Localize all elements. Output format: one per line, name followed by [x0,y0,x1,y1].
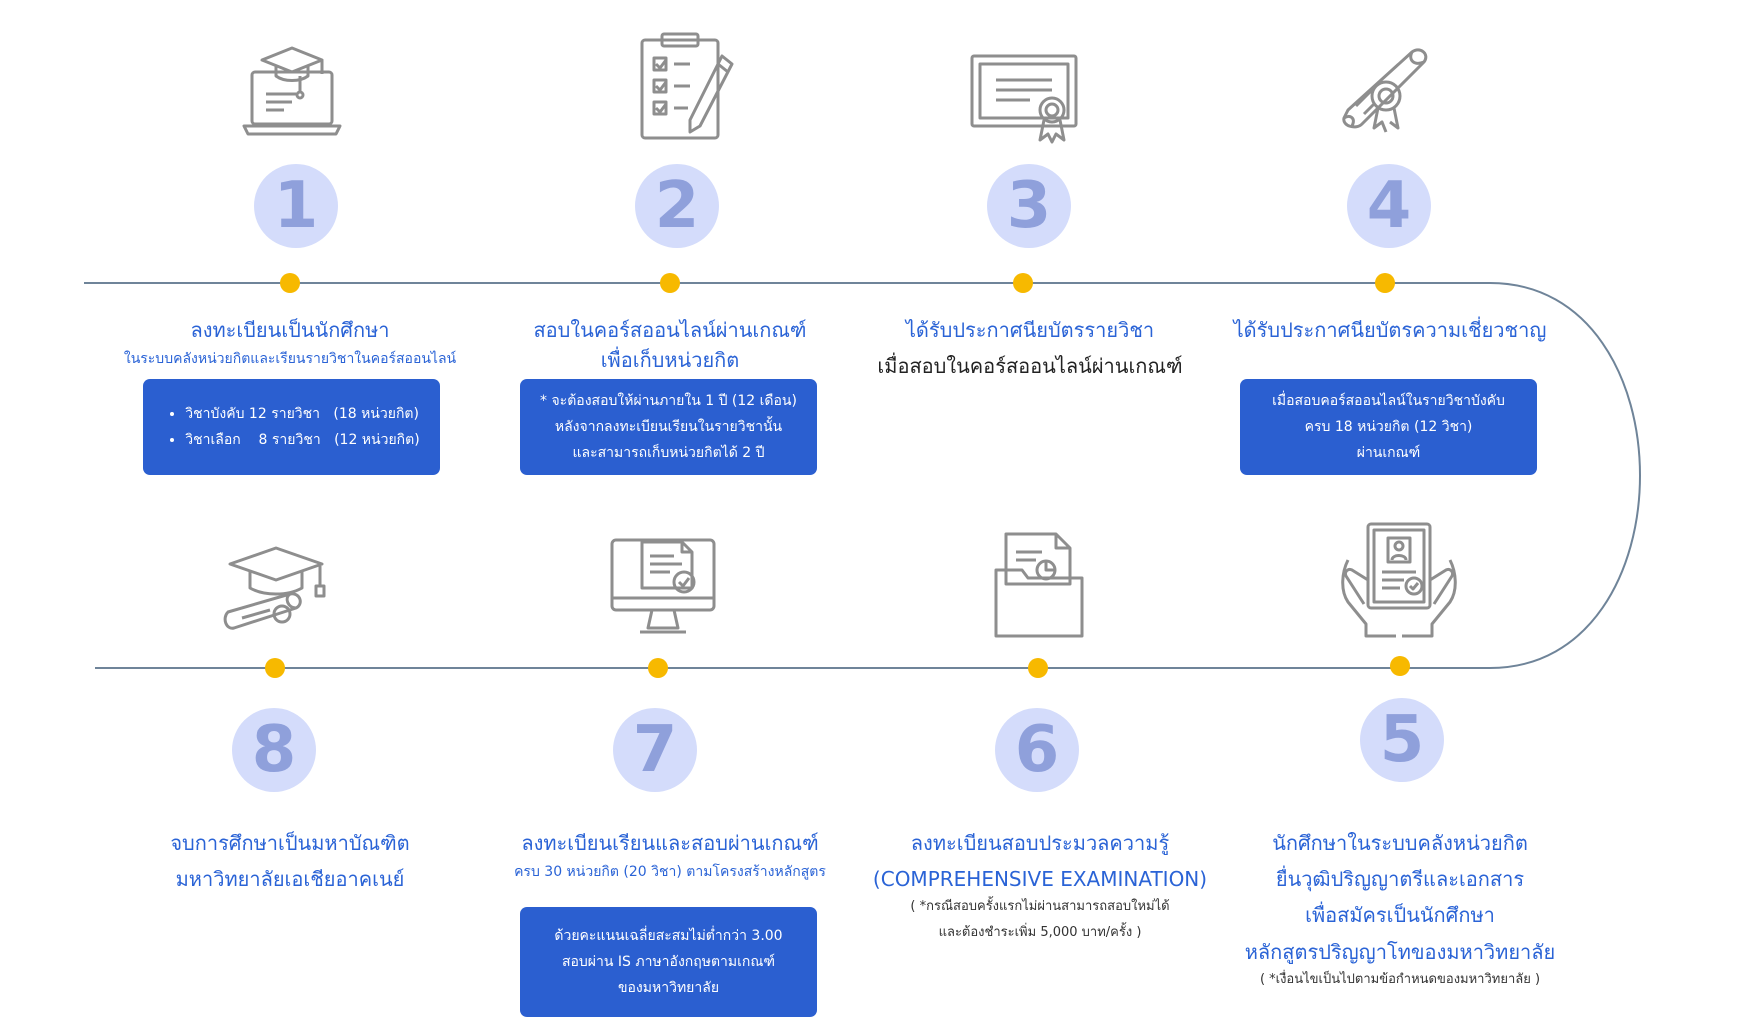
step-8-title-line-2: มหาวิทยาลัยเอเชียอาคเนย์ [175,867,405,891]
step-2-title-line-1: สอบในคอร์สออนไลน์ผ่านเกณฑ์ [533,318,807,342]
step-5-note: ( *เงื่อนไขเป็นไปตามข้อกำหนดของมหาวิทยาล… [1259,972,1541,987]
step-3-title-2: เมื่อสอบในคอร์สออนไลน์ผ่านเกณฑ์ [877,354,1183,378]
step-2-box-line: * จะต้องสอบให้ผ่านภายใน 1 ปี (12 เดือน) [540,393,797,409]
graduation-cap-diploma-icon [223,546,326,630]
step-6-title-line-1: ลงทะเบียนสอบประมวลความรู้ [910,831,1170,855]
laptop-graduation-cap-icon [242,46,342,136]
step-4-title: ได้รับประกาศนียบัตรความเชี่ยวชาญ [1233,318,1547,342]
diploma-scroll-icon [1342,48,1428,133]
step-7-info-box: ด้วยคะแนนเฉลี่ยสะสมไม่ต่ำกว่า 3.00 สอบผ่… [520,907,817,1017]
step-4-number-circle: 4 [1347,164,1431,248]
step-2-number: 2 [654,169,700,243]
step-4-box-line: ผ่านเกณฑ์ [1356,445,1421,461]
step-7-title: ลงทะเบียนเรียนและสอบผ่านเกณฑ์ [521,831,819,855]
step-5-dot [1390,656,1410,676]
step-8-dot [265,658,285,678]
step-5-title-line-2: ยื่นวุฒิปริญญาตรีและเอกสาร [1275,867,1525,891]
step-8-title-line-1: จบการศึกษาเป็นมหาบัณฑิต [170,831,410,855]
step-1-subtitle: ในระบบคลังหน่วยกิตและเรียนรายวิชาในคอร์ส… [123,351,457,367]
step-2-dot [660,273,680,293]
step-4-dot [1375,273,1395,293]
step-7-dot [648,658,668,678]
step-6-title-line-2: (COMPREHENSIVE EXAMINATION) [872,867,1208,891]
document-folder-icon [994,532,1084,638]
step-8-number: 8 [251,713,297,787]
step-6-number: 6 [1014,713,1060,787]
certificate-icon [970,54,1078,144]
step-2-info-box: * จะต้องสอบให้ผ่านภายใน 1 ปี (12 เดือน) … [520,379,817,475]
step-4-info-box: เมื่อสอบคอร์สออนไลน์ในรายวิชาบังคับ ครบ … [1240,379,1537,475]
step-2-title-line-2: เพื่อเก็บหน่วยกิต [600,348,740,372]
timeline-path [84,282,1641,669]
step-2-number-circle: 2 [635,164,719,248]
step-2-box-line: หลังจากลงทะเบียนเรียนในรายวิชานั้น [554,419,783,435]
step-6-note-line-2: และต้องชำระเพิ่ม 5,000 บาท/ครั้ง ) [938,925,1142,940]
step-7-number-circle: 7 [613,708,697,792]
step-1-box-item: วิชาบังคับ 12 รายวิชา (18 หน่วยกิต) [185,401,419,427]
step-5-title-line-1: นักศึกษาในระบบคลังหน่วยกิต [1272,831,1528,855]
step-1-title: ลงทะเบียนเป็นนักศึกษา [190,318,390,342]
step-2-box-line: และสามารถเก็บหน่วยกิตได้ 2 ปี [572,445,765,461]
step-6-note-line-1: ( *กรณีสอบครั้งแรกไม่ผ่านสามารถสอบใหม่ได… [910,899,1170,914]
step-1-box-item: วิชาเลือก 8 รายวิชา (12 หน่วยกิต) [185,427,419,453]
step-5-number-circle: 5 [1360,698,1444,782]
clipboard-checklist-pencil-icon [640,32,734,140]
step-7-box-line: ของมหาวิทยาลัย [617,980,720,996]
step-7-box-line: ด้วยคะแนนเฉลี่ยสะสมไม่ต่ำกว่า 3.00 [554,928,783,944]
step-1-number: 1 [273,169,319,243]
step-8-number-circle: 8 [232,708,316,792]
step-5-title-line-4: หลักสูตรปริญญาโทของมหาวิทยาลัย [1244,940,1556,964]
step-7-subtitle: ครบ 30 หน่วยกิต (20 วิชา) ตามโครงสร้างหล… [514,864,826,880]
step-4-number: 4 [1366,169,1412,243]
step-5-title-line-3: เพื่อสมัครเป็นนักศึกษา [1305,903,1495,927]
step-3-dot [1013,273,1033,293]
step-6-dot [1028,658,1048,678]
step-4-box-line: เมื่อสอบคอร์สออนไลน์ในรายวิชาบังคับ [1272,393,1505,409]
step-1-number-circle: 1 [254,164,338,248]
step-7-number: 7 [632,713,678,787]
step-7-box-line: สอบผ่าน IS ภาษาอังกฤษตามเกณฑ์ [561,954,776,970]
hands-holding-document-icon [1341,522,1457,638]
step-4-box-line: ครบ 18 หน่วยกิต (12 วิชา) [1304,419,1473,435]
step-1-dot [280,273,300,293]
step-6-number-circle: 6 [995,708,1079,792]
step-5-number: 5 [1379,703,1425,777]
step-3-title: ได้รับประกาศนียบัตรรายวิชา [905,318,1155,342]
step-1-info-box: วิชาบังคับ 12 รายวิชา (18 หน่วยกิต) วิชา… [143,379,440,475]
step-3-number: 3 [1006,169,1052,243]
computer-monitor-document-icon [610,538,716,634]
step-3-number-circle: 3 [987,164,1071,248]
